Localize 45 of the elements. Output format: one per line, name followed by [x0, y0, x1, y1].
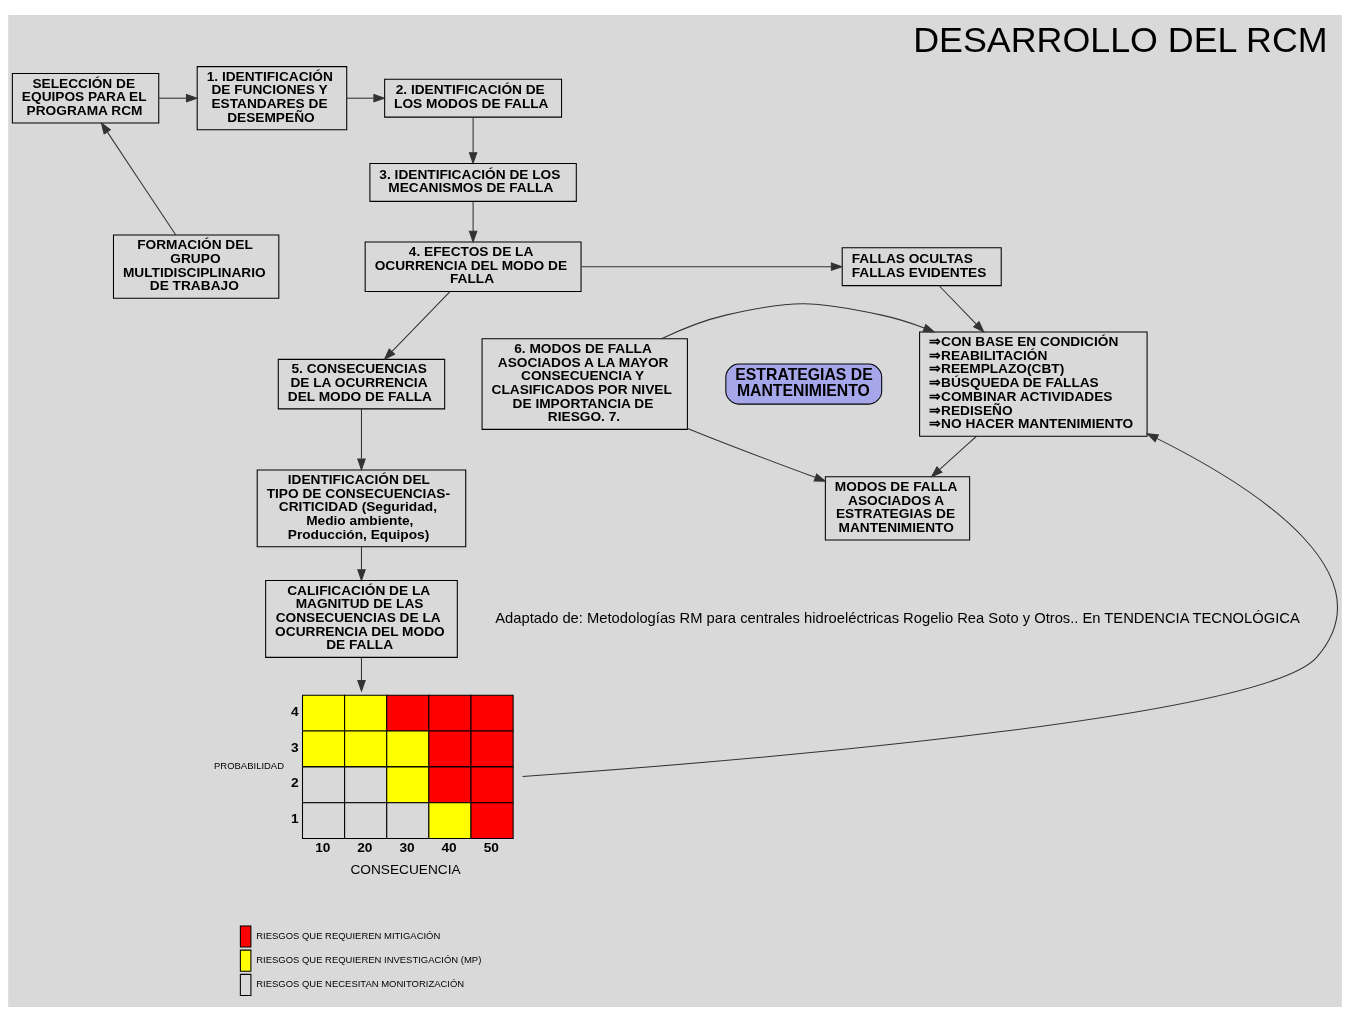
node-label: 30 [399, 839, 415, 855]
node-box: FALLAS OCULTAS FALLAS EVIDENTES [841, 246, 1002, 286]
arrow [346, 93, 386, 103]
node-label: 2 [290, 774, 299, 790]
arrow [158, 93, 199, 103]
node-box: IDENTIFICACIÓN DEL TIPO DE CONSECUENCIAS- CRITICIDAD (Seguridad, Medio ambiente, Producción, Equipos) [256, 468, 467, 547]
node-box: MODOS DE FALLA ASOCIADOS A ESTRATEGIAS DE MANTENIMIENTO [824, 475, 971, 540]
node-label: 4 [290, 703, 299, 719]
node-box: 3. IDENTIFICACIÓN DE LOS MECANISMOS DE FALLA [369, 162, 577, 202]
node-box: 6. MODOS DE FALLA ASOCIADOS A LA MAYOR CONSECUENCIA Y CLASIFICADOS POR NIVEL DE IMPORTANCIA DE RIESGO. 7. [481, 337, 688, 430]
node-box: 2. IDENTIFICACIÓN DE LOS MODOS DE FALLA [384, 78, 563, 118]
caption: Adaptado de: Metodologías RM para centrales hidroeléctricas Rogelio Rea Soto y Otros.. En TENDENCIA TECNOLÓGICA [495, 609, 1300, 626]
node-box: SELECCIÓN DE EQUIPOS PARA EL PROGRAMA RCM [11, 72, 160, 123]
legend-label: RIESGOS QUE NECESITAN MONITORIZACIÓN [256, 977, 465, 989]
node-label: 40 [441, 839, 457, 855]
diagram-title: DESARROLLO DEL RCM [913, 19, 1328, 60]
arrow [357, 546, 366, 582]
arrow [383, 290, 451, 360]
arrow [357, 656, 366, 693]
arrow [468, 116, 478, 165]
node-label: 10 [315, 839, 331, 855]
arrow [580, 261, 844, 271]
arrow [100, 121, 177, 236]
node-label: 1 [290, 810, 299, 826]
arrow [687, 427, 827, 482]
node-label: 50 [483, 839, 499, 855]
node-box: ESTRATEGIAS DE MANTENIMIENTO [725, 363, 883, 405]
node-box: 5. CONSECUENCIAS DE LA OCURRENCIA DEL MODO DE FALLA [277, 358, 446, 409]
node-box: CALIFICACIÓN DE LA MAGNITUD DE LAS CONSECUENCIAS DE LA OCURRENCIA DEL MODO DE FALLA [265, 579, 458, 658]
node-box: 1. IDENTIFICACIÓN DE FUNCIONES Y ESTANDARES DE DESEMPEÑO [196, 65, 348, 130]
node-label: 20 [357, 839, 373, 855]
arrow [468, 200, 478, 243]
node-label: CONSECUENCIA [350, 861, 461, 877]
node-box: ⇒CON BASE EN CONDICIÓN ⇒REABILITACIÓN ⇒REEMPLAZO(CBT) ⇒BÚSQUEDA DE FALLAS ⇒COMBINAR ACTIVIDADES ⇒REDISEÑO ⇒NO HACER MANTENIMIENTO [919, 330, 1148, 437]
arrow [357, 407, 366, 471]
node-label: PROBABILIDAD [214, 759, 285, 771]
node-box: 4. EFECTOS DE LA OCURRENCIA DEL MODO DE FALLA [364, 240, 582, 292]
legend-label: RIESGOS QUE REQUIEREN MITIGACIÓN [256, 929, 441, 941]
node-label: 3 [290, 739, 299, 755]
arrow [660, 302, 936, 339]
legend-label: RIESGOS QUE REQUIEREN INVESTIGACIÓN (MP) [256, 953, 482, 965]
arrow [522, 432, 1338, 777]
node-box: FORMACIÓN DEL GRUPO MULTIDISCIPLINARIO DE TRABAJO [112, 234, 280, 299]
arrow [930, 435, 978, 478]
arrow [938, 284, 985, 333]
